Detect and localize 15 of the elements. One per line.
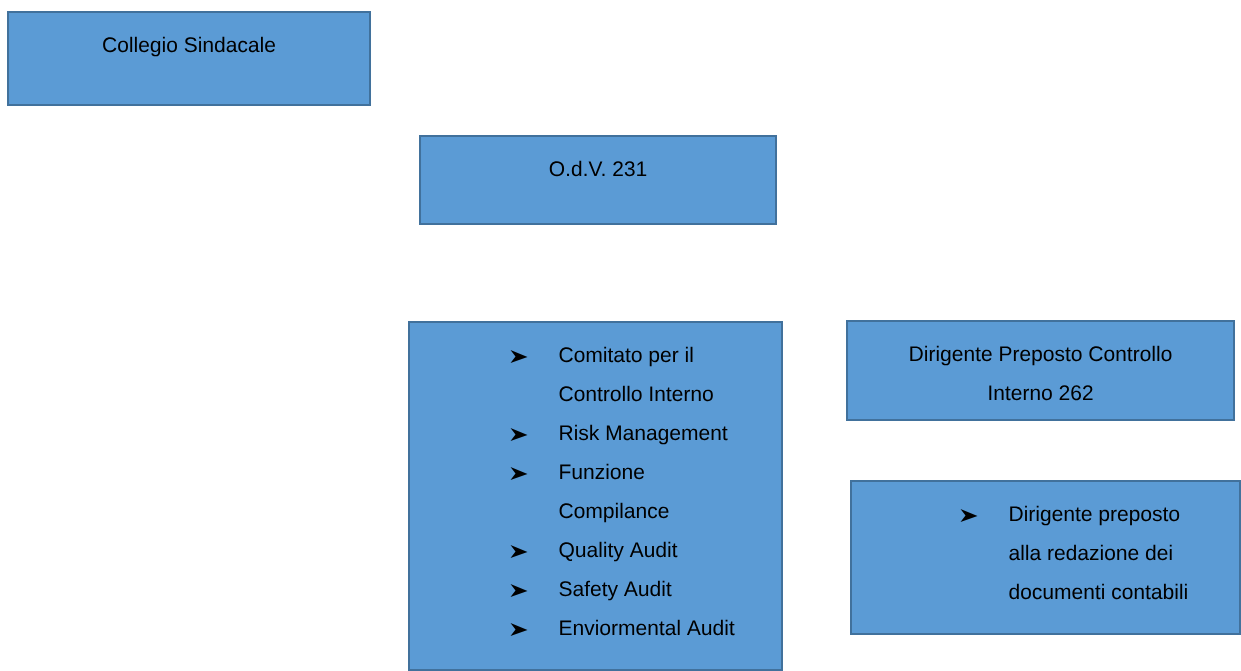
- org-box: [846, 320, 1235, 421]
- box-label: O.d.V. 231: [549, 160, 647, 177]
- list-item: Risk Management: [560, 424, 728, 445]
- list-item: Comitato per il Controllo Interno: [559, 346, 713, 402]
- org-box: [7, 11, 371, 106]
- list-item: Dirigente preposto alla redazione dei documenti contabili: [1009, 505, 1187, 600]
- list-item: Enviormental Audit: [560, 619, 735, 636]
- list-item: Funzione Compilance: [559, 463, 669, 523]
- list-item: Safety Audit: [559, 580, 672, 601]
- org-box: [419, 135, 777, 225]
- org-box: [850, 480, 1241, 635]
- box-label: Collegio Sindacale: [103, 36, 275, 57]
- org-box: [408, 321, 783, 671]
- box-label: Dirigente Preposto Controllo Interno 262: [910, 345, 1172, 401]
- list-item: Quality Audit: [559, 541, 678, 562]
